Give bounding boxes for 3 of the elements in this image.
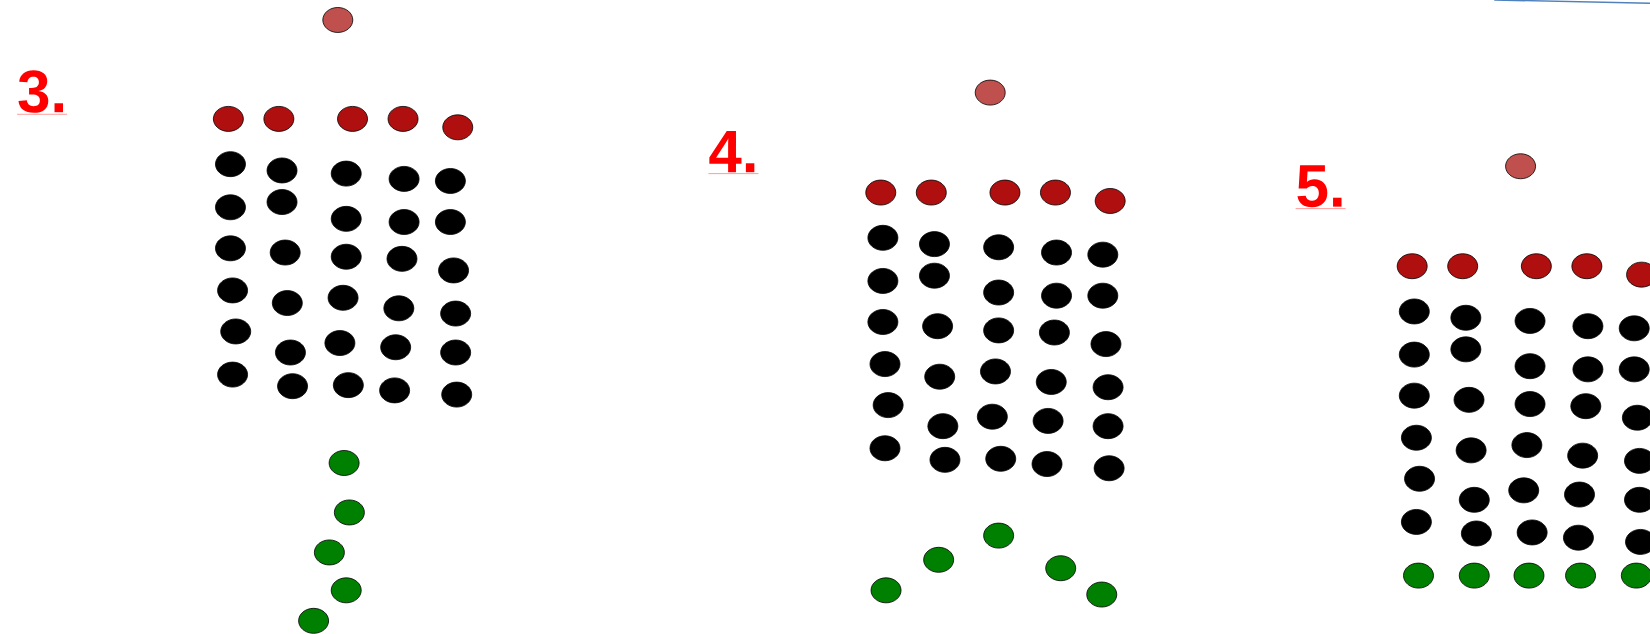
panel-number: 4. xyxy=(708,130,759,174)
panel-number: 3. xyxy=(16,70,68,115)
panel-number: 5. xyxy=(1295,165,1346,209)
